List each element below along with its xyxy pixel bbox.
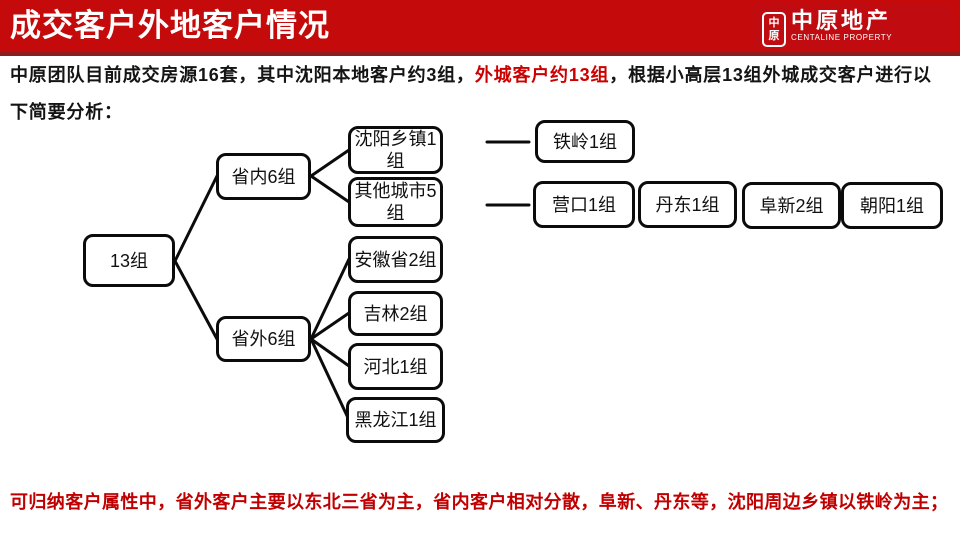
connector-line	[309, 148, 351, 178]
diagram-node-root: 13组	[83, 234, 175, 287]
diagram-node-yingkou: 营口1组	[533, 181, 635, 228]
seal-char-bottom: 原	[768, 29, 780, 42]
centaline-seal-icon: 中 原	[762, 12, 786, 47]
diagram-node-jilin: 吉林2组	[348, 291, 443, 336]
diagram-node-shenyang-xiangzhen: 沈阳乡镇1组	[348, 126, 443, 174]
intro-paragraph: 中原团队目前成交房源16套，其中沈阳本地客户约3组，外城客户约13组，根据小高层…	[10, 57, 950, 131]
diagram-node-qita-chengshi: 其他城市5组	[348, 177, 443, 227]
logo-text: 中原地产 CENTALINE PROPERTY	[791, 9, 892, 43]
intro-text-1: 中原团队目前成交房源16套，其中沈阳本地客户约3组，	[10, 65, 475, 85]
diagram-node-shengwai: 省外6组	[216, 316, 311, 362]
diagram-node-chaoyang: 朝阳1组	[841, 182, 943, 229]
seal-char-top: 中	[768, 16, 780, 29]
connector-line	[309, 174, 351, 204]
diagram-node-hebei: 河北1组	[348, 343, 443, 390]
connector-line	[173, 174, 219, 263]
intro-text-2: ，根据小高层13组外城成交客户进行以下简要分析：	[10, 65, 932, 122]
diagram-node-fuxin: 阜新2组	[742, 182, 841, 229]
conclusion-text: 可归纳客户属性中，省外客户主要以东北三省为主，省内客户相对分散，阜新、丹东等，沈…	[10, 492, 949, 512]
connector-line	[309, 337, 351, 368]
page-title: 成交客户外地客户情况	[10, 8, 330, 43]
connector-line	[309, 257, 351, 341]
logo-subtitle: CENTALINE PROPERTY	[791, 33, 893, 42]
connector-line	[309, 311, 351, 341]
diagram-node-shengnei: 省内6组	[216, 153, 311, 200]
diagram-node-heilongjiang: 黑龙江1组	[346, 397, 445, 443]
diagram-node-dandong: 丹东1组	[638, 181, 737, 228]
intro-highlight: 外城客户约13组	[474, 65, 610, 85]
diagram-node-anhui: 安徽省2组	[348, 236, 443, 283]
diagram-node-tieling: 铁岭1组	[535, 120, 635, 163]
centaline-logo: 中 原 中原地产 CENTALINE PROPERTY	[762, 9, 892, 47]
connector-line	[173, 259, 219, 341]
header-divider	[0, 52, 960, 56]
connector-line	[309, 337, 351, 422]
logo-plate	[753, 3, 952, 48]
logo-name: 中原地产	[791, 8, 892, 33]
title-bar: 成交客户外地客户情况 中 原 中原地产 CENTALINE PROPERTY	[0, 0, 960, 56]
